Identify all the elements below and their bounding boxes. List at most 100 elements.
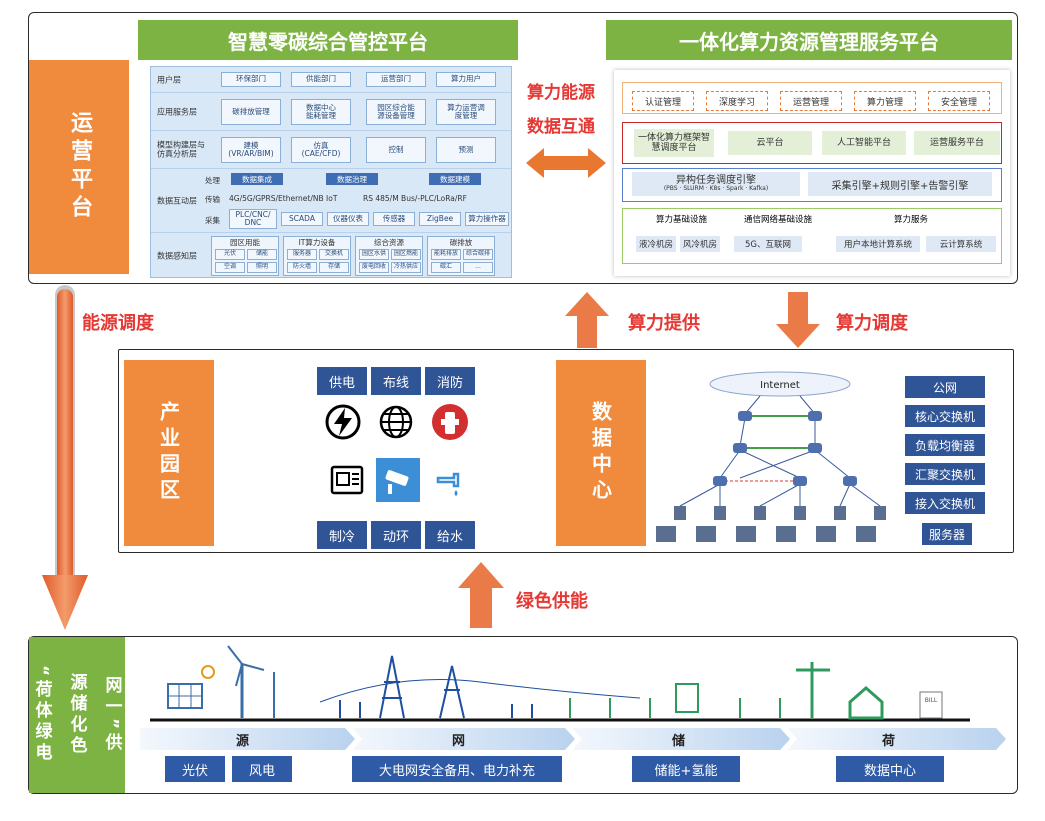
- platform-item: 一体化算力框架智 慧调度平台: [634, 129, 714, 157]
- engine-right: 采集引擎+规则引擎+告警引擎: [808, 172, 992, 196]
- perception-item: 园区燃能: [391, 249, 421, 260]
- green-supply-label: 绿色供能: [516, 591, 588, 612]
- double-arrow-icon: [526, 148, 606, 178]
- perception-item: 园区水供: [359, 249, 389, 260]
- process-item: 数据建模: [429, 173, 481, 185]
- server-tile: 服务器: [922, 523, 972, 545]
- user-item: 算力用户: [436, 72, 496, 87]
- infra-title: 通信网络基础设施: [744, 215, 813, 225]
- engines-row: [622, 168, 1002, 202]
- collect-item: ZigBee: [419, 212, 461, 226]
- core-switch-tile: 核心交换机: [905, 405, 985, 427]
- perception-item: 碳汇: [431, 262, 461, 273]
- band-storage: 储: [672, 734, 686, 749]
- datacenter-label: 数据中心: [556, 360, 646, 546]
- power-supply-tile: 供电: [317, 367, 367, 395]
- app-layer-label: 应用服务层: [157, 107, 197, 116]
- perception-group-title: IT算力设备: [298, 238, 336, 247]
- engine-left-title: 异构任务调度引擎: [676, 175, 756, 187]
- infra-item: 液冷机房: [636, 236, 676, 252]
- side-label: “荷体绿电 源储化色 网一”供: [29, 637, 125, 793]
- globe-icon: [379, 405, 413, 439]
- process-item: 数据集成: [231, 173, 283, 185]
- process-label: 处理: [205, 176, 220, 185]
- cabling-tile: 布线: [371, 367, 421, 395]
- perception-item: 存储: [319, 262, 349, 273]
- compute-mgmt-title: 一体化算力资源管理服务平台: [606, 20, 1012, 60]
- user-layer: 用户层 环保部门 供能部门 运营部门 算力用户: [151, 67, 511, 93]
- perception-group: 综合资源园区水供园区燃能废电回收冷热供应: [355, 236, 423, 276]
- perception-item: ...: [463, 262, 493, 273]
- fire-tile: 消防: [425, 367, 475, 395]
- green-supply-arrow-icon: [458, 562, 504, 628]
- perception-item: 废电回收: [359, 262, 389, 273]
- perception-group-title: 碳排放: [449, 238, 473, 247]
- energy-dispatch-label: 能源调度: [82, 313, 154, 334]
- chip-grid: 大电网安全备用、电力补充: [352, 756, 562, 782]
- ops-platform-label: 运营平台: [29, 60, 129, 274]
- cooling-unit-icon: [330, 465, 364, 495]
- engine-left: 异构任务调度引擎 (PBS · SLURM · K8s · Spark · Ka…: [632, 172, 800, 196]
- platform-item: 运营服务平台: [914, 131, 1000, 155]
- mgmt-compute: 算力管理: [854, 91, 916, 111]
- infra-item: 风冷机房: [680, 236, 720, 252]
- down-arrow-icon: [776, 292, 820, 348]
- perception-group-title: 园区用能: [230, 238, 260, 247]
- collect-item: 算力操作器: [465, 212, 509, 226]
- model-item: 建模 (VR/AR/BIM): [221, 137, 281, 163]
- model-item: 预测: [436, 137, 496, 163]
- collect-item: 仪器仪表: [327, 212, 369, 226]
- user-item: 供能部门: [291, 72, 351, 87]
- perception-item: 冷热供应: [391, 262, 421, 273]
- transmit-right: RS 485/M Bus/-PLC/LoRa/RF: [363, 194, 467, 203]
- bill-label: BILL: [925, 697, 938, 704]
- chip-datacenter: 数据中心: [836, 756, 944, 782]
- network-topology: Internet: [656, 371, 886, 542]
- mgmt-row: [622, 82, 1002, 114]
- process-item: 数据治理: [326, 173, 378, 185]
- model-layer: 模型构建层与 仿真分析层 建模 (VR/AR/BIM) 仿真 (CAE/CFD)…: [151, 131, 511, 169]
- perception-item: 防火墙: [287, 262, 317, 273]
- water-tile: 给水: [425, 521, 475, 549]
- zero-carbon-title: 智慧零碳综合管控平台: [138, 20, 518, 60]
- model-item: 控制: [366, 137, 426, 163]
- platform-item: 云平台: [728, 131, 812, 155]
- platforms-row: [622, 122, 1002, 164]
- cooling-tile: 制冷: [317, 521, 367, 549]
- infra-item: 云计算系统: [926, 236, 996, 252]
- app-item: 园区综合能 源设备管理: [366, 99, 426, 125]
- band-source: 源: [236, 734, 250, 749]
- perception-item: 能耗排放: [431, 249, 461, 260]
- energy-chain-illustration: BILL: [150, 645, 970, 722]
- infra-title: 算力基础设施: [656, 215, 708, 225]
- env-monitor-tile: 动环: [371, 521, 421, 549]
- user-item: 环保部门: [221, 72, 281, 87]
- mgmt-ops: 运营管理: [780, 91, 842, 111]
- lightning-icon: [325, 404, 361, 440]
- perception-item: 照明: [247, 262, 277, 273]
- band-load: 荷: [882, 734, 896, 749]
- mgmt-security: 安全管理: [928, 91, 990, 111]
- side-label-col2: 源储化色: [66, 673, 87, 757]
- public-net-tile: 公网: [905, 376, 985, 398]
- access-switch-tile: 接入交换机: [905, 492, 985, 514]
- data-layer: 数据互动层 处理 数据集成 数据治理 数据建模 传输 4G/5G/GPRS/Et…: [151, 169, 511, 233]
- perception-item: 综合碳排: [463, 249, 493, 260]
- energy-dispatch-arrow-icon: [42, 285, 88, 630]
- collect-item: 传感器: [373, 212, 415, 226]
- transmit-label: 传输: [205, 195, 220, 204]
- collect-item: SCADA: [281, 212, 323, 226]
- model-layer-label: 模型构建层与 仿真分析层: [157, 139, 205, 159]
- app-item: 算力运营调 度管理: [436, 99, 496, 125]
- transmit-left: 4G/5G/GPRS/Ethernet/NB IoT: [229, 194, 338, 203]
- chip-solar: 光伏: [165, 756, 225, 782]
- app-item: 碳排放管理: [221, 99, 281, 125]
- band-grid: 网: [452, 734, 466, 749]
- compute-supply-label: 算力提供: [628, 313, 700, 334]
- app-layer: 应用服务层 碳排放管理 数据中心 能耗管理 园区综合能 源设备管理 算力运营调 …: [151, 93, 511, 131]
- mgmt-auth: 认证管理: [632, 91, 694, 111]
- engine-left-sub: (PBS · SLURM · K8s · Spark · Kafka): [663, 185, 769, 193]
- app-item: 数据中心 能耗管理: [291, 99, 351, 125]
- park-label: 产业园区: [124, 360, 214, 546]
